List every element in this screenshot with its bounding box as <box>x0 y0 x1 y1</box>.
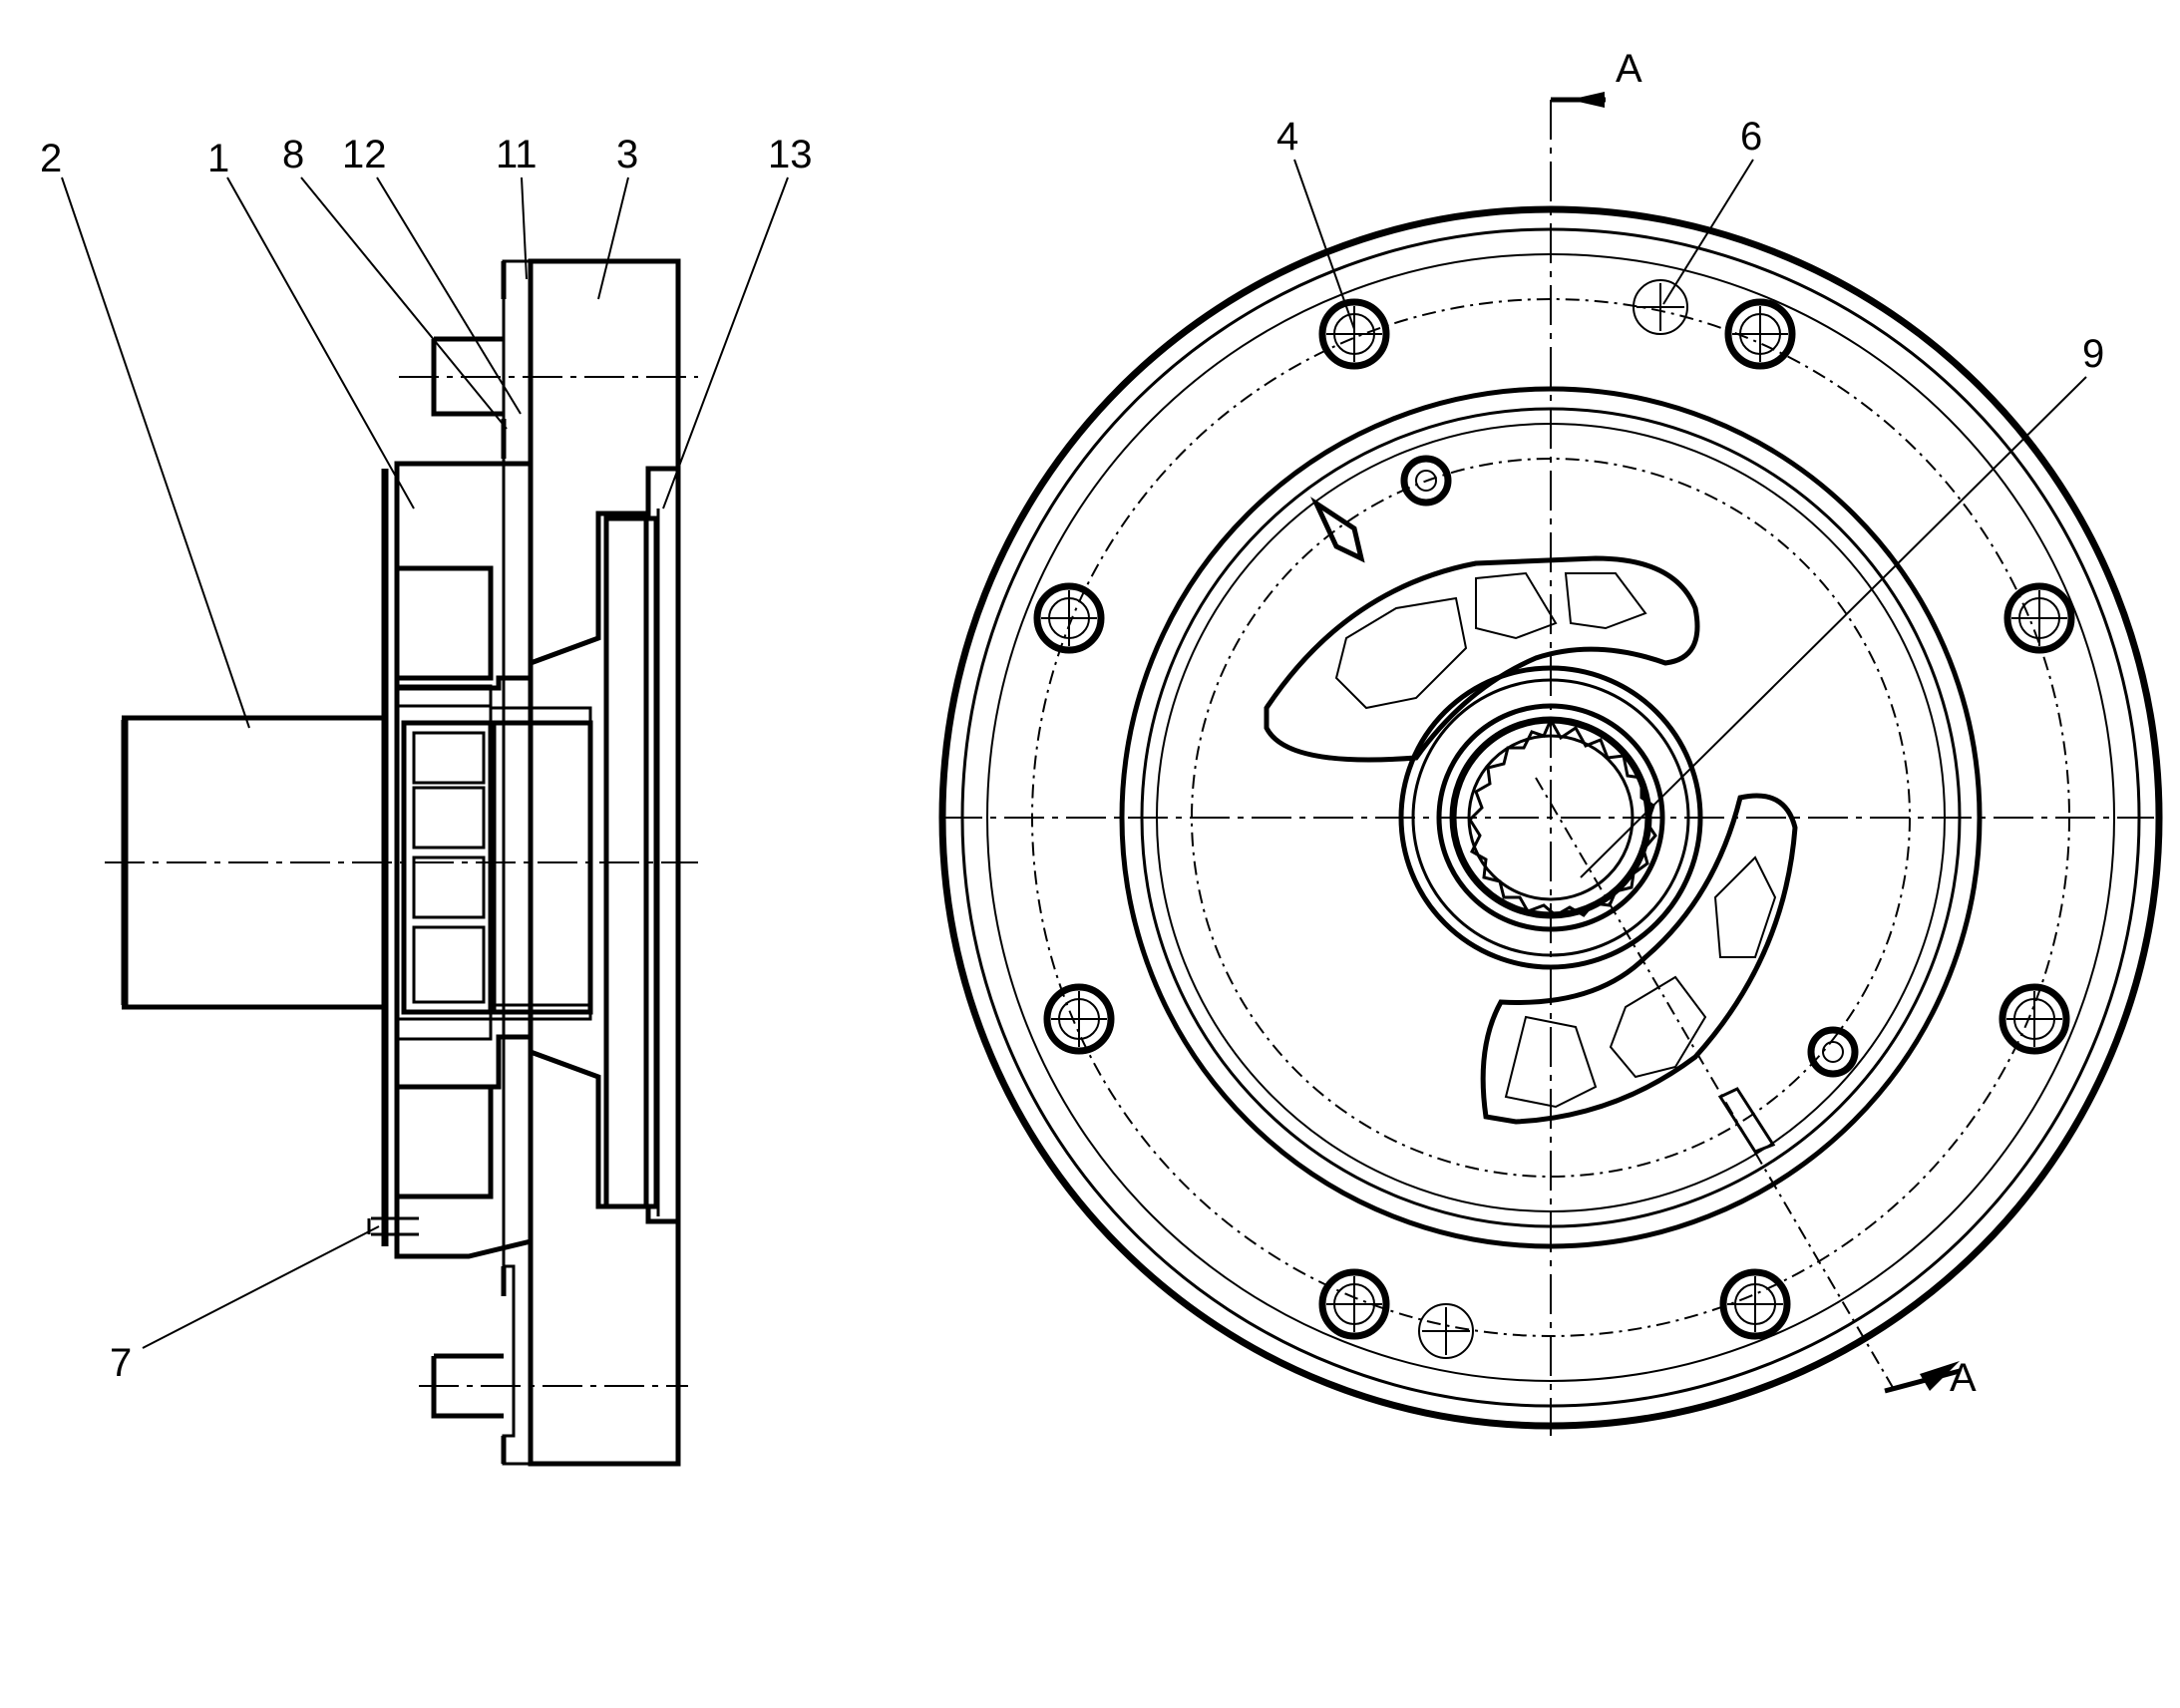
pointer-marker-top <box>1310 497 1365 563</box>
section-view <box>105 258 698 1467</box>
housing-part-1 <box>381 461 534 1259</box>
outer-flange-circle <box>938 205 2163 1430</box>
label-7: 7 <box>110 1341 132 1385</box>
upper-bolt-head <box>431 336 504 417</box>
upper-bearing-ring <box>394 565 494 681</box>
bolt-circle <box>1031 298 2070 1337</box>
label-9: 9 <box>2082 332 2104 376</box>
front-leaders <box>1293 159 2087 878</box>
shaft-part-2 <box>121 715 385 1010</box>
splined-hub <box>401 720 593 1015</box>
hub-outer-circle <box>1398 665 1703 970</box>
gear-segment-lower <box>1480 793 1798 1125</box>
seal-ring-part-13 <box>603 509 660 1216</box>
lower-bushing <box>395 1017 493 1041</box>
label-12: 12 <box>342 133 387 176</box>
section-line-a <box>1535 92 1961 1394</box>
dowel-holes-part-6 <box>1418 279 1688 1359</box>
bolt-holes-part-4 <box>1033 298 2075 1340</box>
section-marker-bottom: A <box>1950 1356 1977 1400</box>
label-13: 13 <box>768 133 813 176</box>
label-4: 4 <box>1276 115 1298 159</box>
upper-bushing <box>395 684 493 708</box>
inner-screw-top <box>1400 455 1452 507</box>
inner-screw-bottom <box>1807 1026 1859 1078</box>
lower-bolt-head <box>431 1353 504 1419</box>
label-11: 11 <box>496 133 538 176</box>
pointer-marker-bottom <box>1717 1087 1776 1154</box>
label-1: 1 <box>207 137 229 180</box>
front-view <box>938 92 2163 1436</box>
section-marker-top: A <box>1616 47 1642 91</box>
label-2: 2 <box>40 137 62 180</box>
label-8: 8 <box>282 133 304 176</box>
section-leaders <box>61 176 789 1349</box>
label-6: 6 <box>1740 115 1762 159</box>
grease-nipple-part-7 <box>367 1216 419 1236</box>
lower-bearing-ring <box>394 1084 494 1199</box>
label-3: 3 <box>616 133 638 176</box>
spline-teeth <box>1468 716 1657 917</box>
gear-segment-upper <box>1264 555 1700 763</box>
